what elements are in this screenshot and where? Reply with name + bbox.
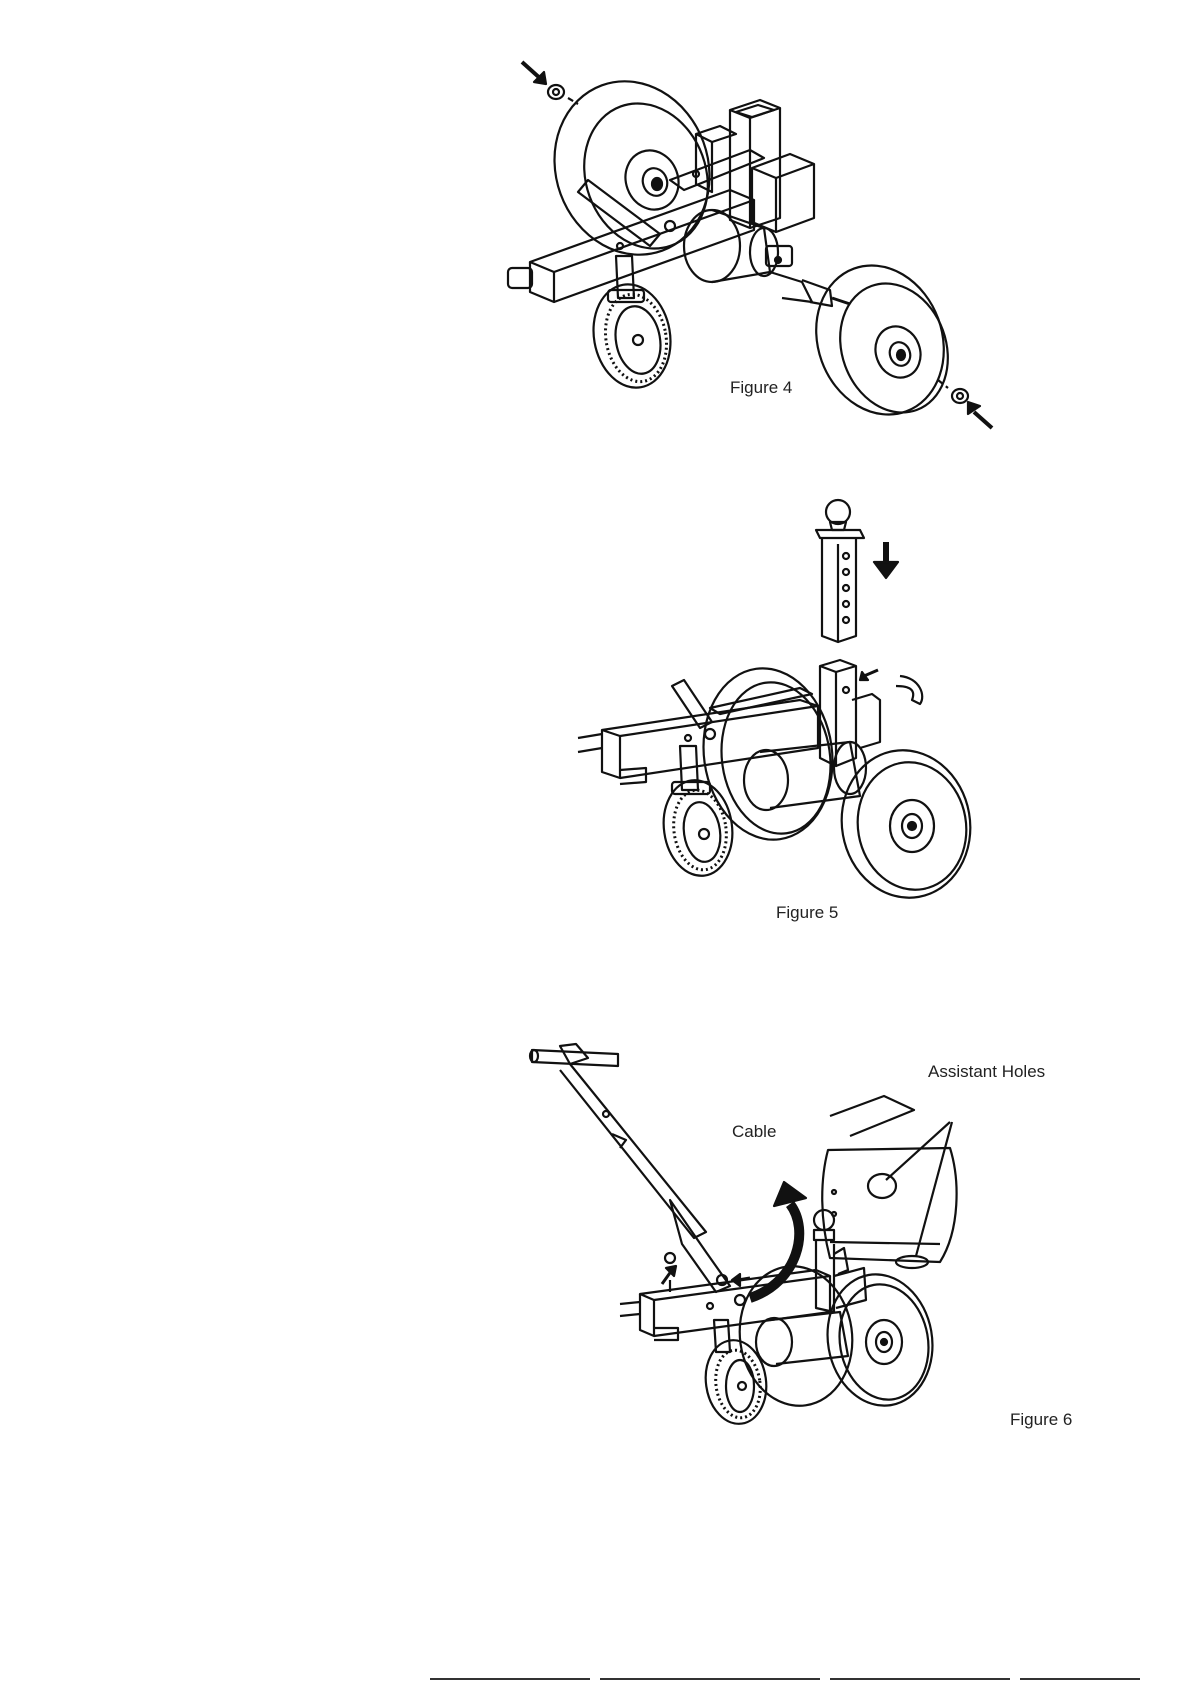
caster-wheel — [700, 1320, 771, 1428]
figure-6-caption: Figure 6 — [1010, 1410, 1072, 1430]
wheel-bottom-right — [796, 247, 966, 432]
pin-arrow-icon — [860, 670, 878, 680]
arrow-icon — [522, 62, 546, 84]
down-arrow-icon — [874, 542, 898, 578]
figure-5: Figure 5 — [600, 490, 1040, 930]
figure-4-illustration — [520, 50, 1080, 460]
figure-5-illustration — [600, 490, 1040, 930]
figure-6: Assistant Holes Cable Figure 6 — [530, 1030, 1110, 1460]
figure-5-caption: Figure 5 — [776, 903, 838, 923]
assistant-holes-detail — [822, 1096, 956, 1268]
caster-wheel — [586, 256, 679, 394]
bolt-arrow-icon — [662, 1253, 750, 1292]
arrow-icon — [968, 402, 992, 428]
tow-handle — [530, 1044, 730, 1292]
ball-hitch-post — [816, 500, 864, 642]
wheel-front — [817, 1266, 942, 1414]
footer-rule — [0, 1675, 1192, 1683]
figure-4: Figure 4 — [520, 50, 1080, 460]
figure-4-caption: Figure 4 — [730, 378, 792, 398]
wheel-front — [830, 740, 982, 908]
assistant-holes-label: Assistant Holes — [928, 1062, 1045, 1082]
figure-6-illustration — [530, 1030, 1110, 1460]
cable-label: Cable — [732, 1122, 776, 1142]
